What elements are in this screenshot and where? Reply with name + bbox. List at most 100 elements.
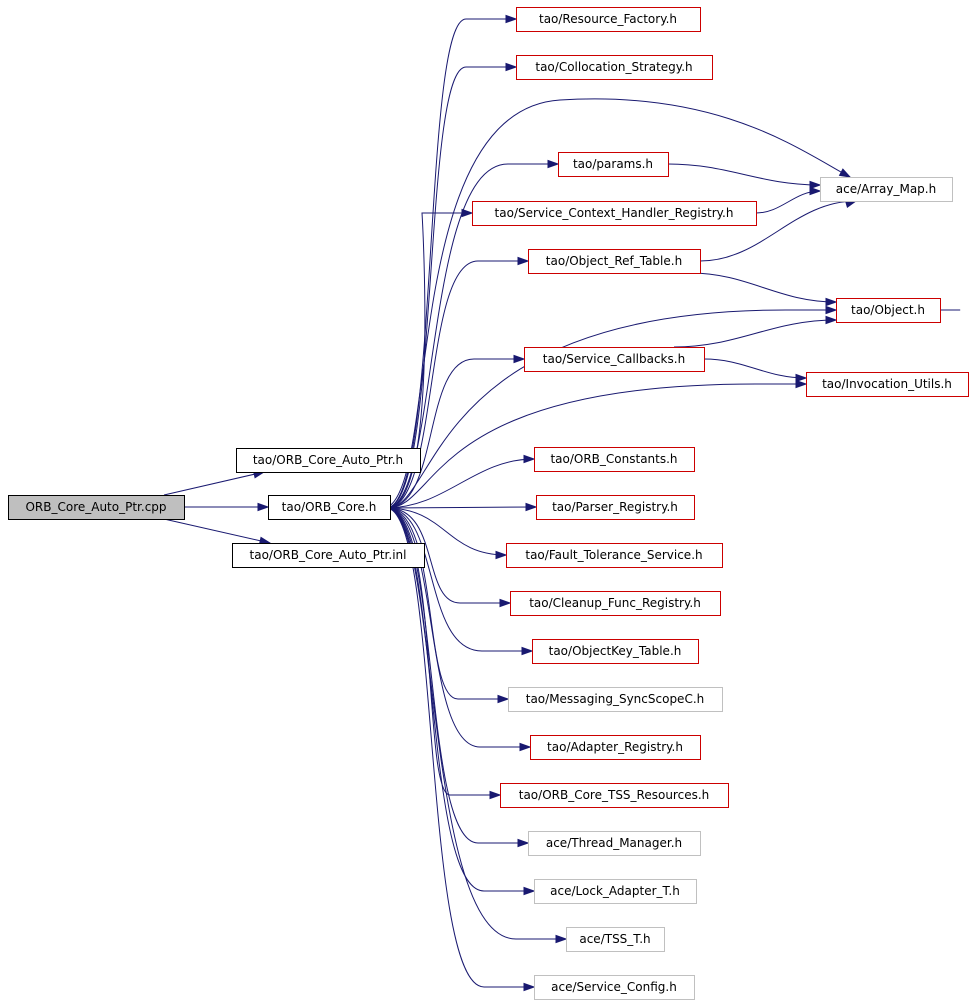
edge-line xyxy=(385,383,917,509)
node-colloc[interactable]: tao/Collocation_Strategy.h xyxy=(516,55,713,80)
node-box xyxy=(516,7,701,32)
node-cleanup[interactable]: tao/Cleanup_Func_Registry.h xyxy=(510,591,721,616)
edge-arrowhead xyxy=(825,315,838,325)
edge-line xyxy=(703,358,807,379)
node-root[interactable]: ORB_Core_Auto_Ptr.cpp xyxy=(8,495,185,520)
edge-arrowhead xyxy=(257,502,270,512)
node-label: tao/Cleanup_Func_Registry.h xyxy=(529,596,701,610)
edge-line xyxy=(385,507,500,796)
node-label: ace/Service_Config.h xyxy=(551,980,677,994)
edge-line xyxy=(667,163,821,186)
node-box xyxy=(836,298,941,323)
node-box xyxy=(236,448,421,473)
node-box xyxy=(530,735,701,760)
node-label: tao/ORB_Core.h xyxy=(282,500,377,514)
edge-arrowhead xyxy=(795,373,808,383)
node-label: tao/Service_Callbacks.h xyxy=(543,352,685,366)
node-label: ace/Thread_Manager.h xyxy=(546,836,682,850)
edge-orbcore-to-syncscope xyxy=(385,507,510,704)
edge-arrowhead xyxy=(497,694,510,704)
node-box xyxy=(8,495,185,520)
edge-line xyxy=(385,506,537,509)
node-svcctx[interactable]: tao/Service_Context_Handler_Registry.h xyxy=(472,201,757,226)
edge-orbcore-to-arraymap xyxy=(385,98,852,509)
node-box xyxy=(528,249,701,274)
edge-orbcore-to-svccb xyxy=(385,354,526,509)
edge-arrowhead xyxy=(825,305,838,315)
node-label: tao/Object_Ref_Table.h xyxy=(546,254,682,268)
node-label: tao/ObjectKey_Table.h xyxy=(549,644,682,658)
node-label: ace/TSS_T.h xyxy=(579,932,650,946)
nodes-layer: ORB_Core_Auto_Ptr.cpp tao/ORB_Core_Auto_P… xyxy=(8,7,969,1000)
node-box xyxy=(508,687,723,712)
edge-arrowhead xyxy=(513,354,526,364)
edge-orbcore-to-tss xyxy=(385,507,502,800)
edge-arrowhead xyxy=(795,379,808,389)
node-adapter[interactable]: tao/Adapter_Registry.h xyxy=(530,735,701,760)
edge-line xyxy=(385,458,535,509)
node-orbconst[interactable]: tao/ORB_Constants.h xyxy=(534,447,695,472)
edge-arrowhead xyxy=(525,502,538,512)
edge-svcctx-to-arraymap xyxy=(755,186,822,214)
edge-arrowhead xyxy=(495,550,508,560)
node-box xyxy=(500,783,729,808)
node-auto_inl[interactable]: tao/ORB_Core_Auto_Ptr.inl xyxy=(232,543,425,568)
node-threadmgr: ace/Thread_Manager.h xyxy=(528,831,701,856)
node-invutils[interactable]: tao/Invocation_Utils.h xyxy=(806,372,969,397)
node-box xyxy=(532,639,699,664)
edge-arrowhead xyxy=(519,742,532,752)
node-object[interactable]: tao/Object.h xyxy=(836,298,941,323)
node-box xyxy=(528,831,701,856)
node-box xyxy=(516,55,713,80)
node-resfac[interactable]: tao/Resource_Factory.h xyxy=(516,7,701,32)
edge-line xyxy=(385,98,851,509)
edge-params-to-arraymap xyxy=(667,163,822,190)
edge-arrowhead xyxy=(523,982,536,992)
edge-arrowhead xyxy=(555,934,568,944)
edge-orbcore-to-cleanup xyxy=(385,507,512,608)
node-box xyxy=(268,495,391,520)
edge-orbcore-to-parser xyxy=(385,502,538,512)
node-box xyxy=(534,447,695,472)
edge-orbcore-to-adapter xyxy=(385,507,532,752)
edge-orbcore-to-fault xyxy=(385,507,508,560)
edge-line xyxy=(385,18,516,509)
node-box xyxy=(534,879,697,904)
edge-orbcore-to-invutils xyxy=(385,379,917,509)
edge-svccb-to-object xyxy=(673,315,838,348)
node-label: tao/ORB_Core_Auto_Ptr.h xyxy=(253,453,403,467)
node-tsst: ace/TSS_T.h xyxy=(566,927,665,952)
edge-orbcore-to-svcconfig xyxy=(385,507,536,992)
node-orbcore[interactable]: tao/ORB_Core.h xyxy=(268,495,391,520)
edge-line xyxy=(385,507,507,556)
node-label: ace/Array_Map.h xyxy=(836,182,936,196)
node-auto_h[interactable]: tao/ORB_Core_Auto_Ptr.h xyxy=(236,448,421,473)
node-params[interactable]: tao/params.h xyxy=(558,152,669,177)
node-label: tao/Adapter_Registry.h xyxy=(547,740,683,754)
node-objkey[interactable]: tao/ObjectKey_Table.h xyxy=(532,639,699,664)
node-fault[interactable]: tao/Fault_Tolerance_Service.h xyxy=(506,543,723,568)
node-parser[interactable]: tao/Parser_Registry.h xyxy=(536,495,695,520)
edge-orbcore-to-orbconst xyxy=(385,454,536,509)
node-box xyxy=(566,927,665,952)
edge-line xyxy=(699,200,857,262)
node-box xyxy=(524,347,705,372)
edge-arrowhead xyxy=(523,454,536,464)
edge-line xyxy=(689,272,837,303)
node-label: tao/Resource_Factory.h xyxy=(539,12,677,26)
node-objref[interactable]: tao/Object_Ref_Table.h xyxy=(528,249,701,274)
node-label: tao/Parser_Registry.h xyxy=(552,500,678,514)
edge-arrowhead xyxy=(547,159,560,169)
edge-line xyxy=(385,309,961,509)
node-label: tao/Invocation_Utils.h xyxy=(822,377,952,391)
node-box xyxy=(510,591,721,616)
node-tss[interactable]: tao/ORB_Core_TSS_Resources.h xyxy=(500,783,729,808)
edge-arrowhead xyxy=(809,186,822,196)
edge-root-to-orbcore xyxy=(184,502,270,512)
node-svccb[interactable]: tao/Service_Callbacks.h xyxy=(524,347,705,372)
node-box xyxy=(534,975,695,1000)
node-box xyxy=(806,372,969,397)
node-label: ORB_Core_Auto_Ptr.cpp xyxy=(25,500,166,514)
node-label: tao/ORB_Core_TSS_Resources.h xyxy=(519,788,710,802)
